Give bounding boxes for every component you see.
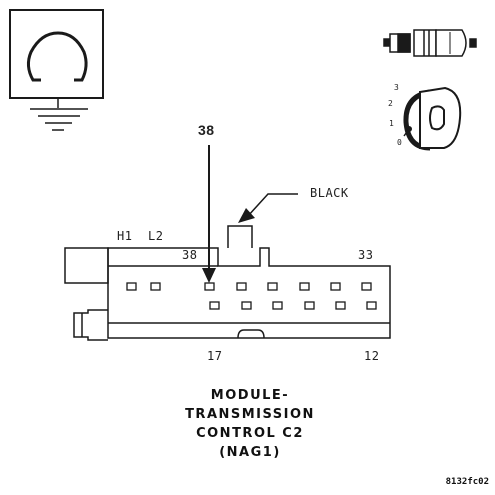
pin-callout-arrow (202, 145, 216, 283)
connector-plug-icon (383, 29, 477, 57)
color-label-leader (238, 193, 298, 223)
pin-label-33: 33 (358, 248, 374, 262)
pin-cavity (272, 301, 283, 310)
connector-color-label: BLACK (310, 186, 349, 200)
ignition-key-icon (403, 86, 462, 151)
pin-label-17: 17 (207, 349, 223, 363)
pin-cavity (366, 301, 377, 310)
connector-title-line-2: TRANSMISSION (185, 407, 315, 422)
callout-pin-number: 38 (198, 122, 215, 138)
key-position-0: 0 (397, 138, 403, 147)
pin-cavity (304, 301, 315, 310)
pin-cavity (236, 282, 247, 291)
ground-symbol-icon (9, 9, 104, 131)
connector-title-line-3: CONTROL C2 (196, 426, 304, 441)
pin-cavity (361, 282, 372, 291)
pin-cavity (150, 282, 161, 291)
pin-cavities (126, 282, 377, 310)
key-position-1: 1 (389, 119, 395, 128)
pin-cavity (267, 282, 278, 291)
key-position-2: 2 (388, 99, 394, 108)
connector-title-line-1: MODULE- (210, 388, 290, 403)
pin-cavity (209, 301, 220, 310)
pin-cavity (126, 282, 137, 291)
connector-body (64, 225, 391, 341)
pin-label-h1: H1 (117, 229, 133, 243)
figure-reference: 8132fc02 (445, 477, 489, 487)
pin-label-l2: L2 (148, 229, 164, 243)
pin-label-12: 12 (364, 349, 380, 363)
pin-cavity (330, 282, 341, 291)
pin-cavity (335, 301, 346, 310)
pin-cavity (241, 301, 252, 310)
pin-cavity (204, 282, 215, 291)
pin-cavity (299, 282, 310, 291)
connector-title-line-4: (NAG1) (219, 445, 281, 460)
key-position-3: 3 (394, 83, 400, 92)
pin-label-38: 38 (182, 248, 198, 262)
